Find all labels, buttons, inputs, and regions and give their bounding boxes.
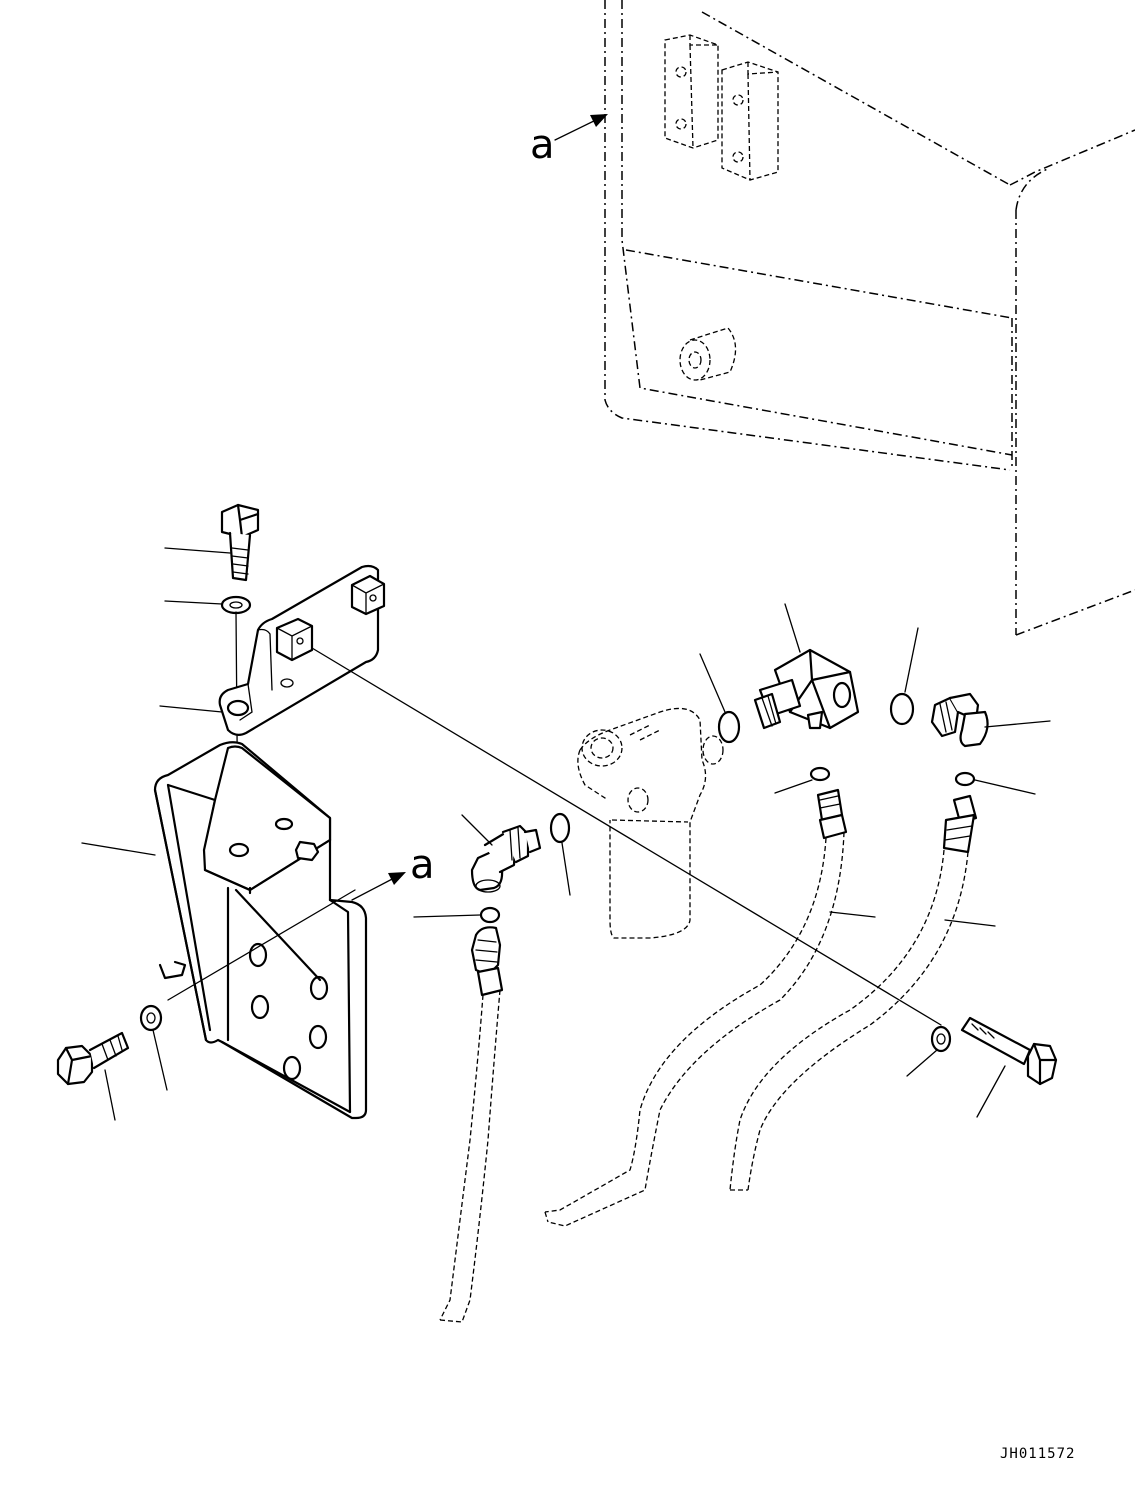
o-ring-elbow-left [479, 906, 501, 924]
o-ring-valve-inlet [717, 710, 741, 744]
washer-lower-right [930, 1025, 952, 1053]
drawing-code: JH011572 [1000, 1446, 1075, 1462]
hose-right [729, 794, 978, 1191]
o-ring-filter-inlet [549, 812, 571, 844]
washer-lower-left [139, 1004, 163, 1032]
bolt-top [220, 503, 260, 582]
bolt-lower-left [56, 1031, 130, 1086]
panel-boss [679, 327, 737, 381]
bolt-lower-right [960, 1016, 1058, 1086]
upper-mounting-bracket [218, 564, 386, 737]
hose-center [544, 788, 848, 1227]
machine-body-panel [604, 0, 1135, 636]
block-valve [753, 648, 860, 730]
washer-top [220, 595, 252, 615]
view-arrow-lower: a [351, 842, 435, 901]
filter-assembly [577, 707, 724, 939]
view-label-lower: a [410, 842, 435, 888]
elbow-fitting-left [470, 824, 542, 893]
main-bracket [153, 741, 368, 1120]
hose-left [439, 926, 504, 1323]
leader-lines [81, 547, 1051, 1121]
o-ring-elbow-right [954, 771, 976, 787]
elbow-fitting-right [930, 692, 989, 748]
o-ring-valve-outlet [889, 692, 915, 726]
view-arrow-upper: a [530, 114, 608, 168]
mounting-block-pair [664, 34, 779, 181]
view-label-upper: a [530, 122, 555, 168]
alignment-line-diagonal [311, 647, 942, 1026]
o-ring-small-center [809, 766, 831, 782]
